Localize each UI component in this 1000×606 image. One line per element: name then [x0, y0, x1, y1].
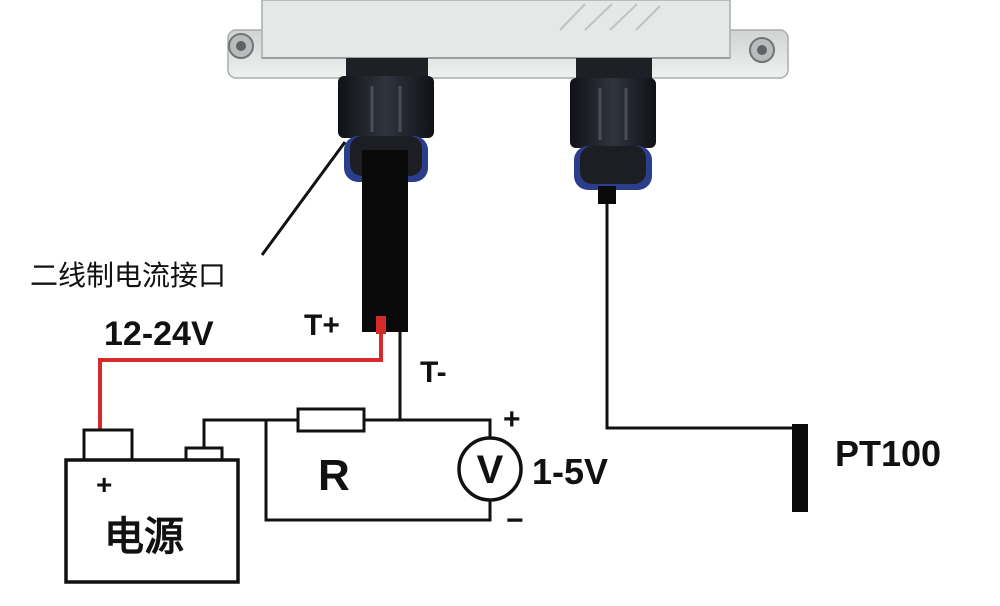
sensor-label: PT100	[835, 433, 941, 474]
voltmeter-plus-label: +	[503, 403, 521, 436]
pt100-probe	[792, 424, 808, 512]
signal-cable	[362, 150, 408, 332]
battery-negative-terminal	[184, 446, 224, 462]
voltmeter-minus-label: −	[506, 504, 524, 537]
voltmeter-label: V	[477, 448, 504, 492]
battery-plus-label: +	[96, 469, 112, 500]
battery-body	[64, 458, 240, 584]
battery-positive-terminal	[82, 428, 134, 462]
battery	[64, 428, 240, 584]
sensor-wire	[605, 204, 800, 430]
transmitter-housing	[227, 0, 789, 79]
battery-negative-wire	[202, 418, 298, 448]
t-plus-label: T+	[304, 309, 340, 342]
resistor-label: R	[318, 451, 350, 500]
supply-voltage-label: 12-24V	[104, 315, 214, 353]
red-supply-wire	[98, 332, 383, 430]
resistor-to-voltmeter-wire	[364, 418, 492, 440]
voltmeter	[457, 436, 523, 502]
mounting-screw-left	[228, 33, 254, 59]
t-minus-label: T-	[420, 356, 447, 389]
battery-label: 电源	[104, 515, 184, 559]
voltmeter-return-wire	[264, 420, 492, 522]
output-range-label: 1-5V	[532, 451, 608, 492]
sensor-cable-stub	[598, 186, 616, 204]
cable-gland-right	[570, 58, 656, 190]
interface-label: 二线制电流接口	[30, 260, 226, 291]
interface-pointer-line	[260, 141, 347, 256]
t-plus-wire-tip	[376, 316, 386, 334]
resistor	[296, 407, 366, 433]
mounting-screw-right	[749, 37, 775, 63]
